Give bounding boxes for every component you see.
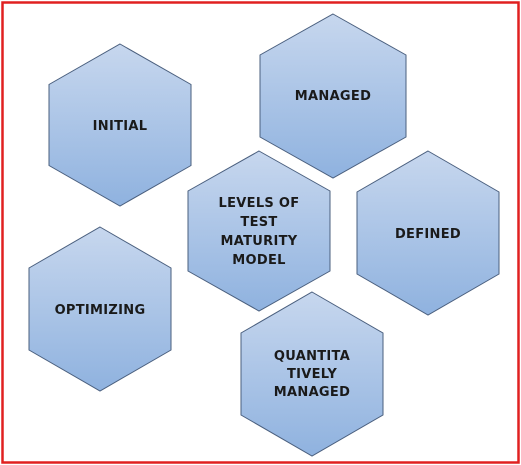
hexagon-initial: INITIAL xyxy=(48,43,192,207)
hexagon-label-line-1: QUANTITA xyxy=(274,349,350,364)
hexagon-label-line-3: MANAGED xyxy=(274,385,350,400)
hexagon-label-line-3: MATURITY xyxy=(221,234,298,249)
hexagon-shape xyxy=(48,43,192,207)
hexagon-optimizing: OPTIMIZING xyxy=(28,226,172,392)
hexagon-quantitatively-managed: QUANTITA TIVELY MANAGED xyxy=(240,291,384,457)
hexagon-label-line-2: TEST xyxy=(240,215,277,230)
hexagon-managed: MANAGED xyxy=(259,13,407,179)
hexagon-shape xyxy=(240,291,384,457)
hexagon-label-line-2: TIVELY xyxy=(287,367,337,382)
hexagon-label-line-1: LEVELS OF xyxy=(219,196,300,211)
hexagon-label: OPTIMIZING xyxy=(55,303,146,318)
hexagon-label: INITIAL xyxy=(93,119,148,134)
hexagon-label: MANAGED xyxy=(295,89,371,104)
hexagon-label: DEFINED xyxy=(395,227,461,242)
hexagon-label-line-4: MODEL xyxy=(232,253,285,268)
hexagon-shape xyxy=(259,13,407,179)
hexagon-defined: DEFINED xyxy=(356,150,500,316)
hexagon-shape xyxy=(356,150,500,316)
hexagon-shape xyxy=(187,150,331,312)
hexagon-shape xyxy=(28,226,172,392)
hexagon-levels-of-test-maturity-model: LEVELS OF TEST MATURITY MODEL xyxy=(187,150,331,312)
